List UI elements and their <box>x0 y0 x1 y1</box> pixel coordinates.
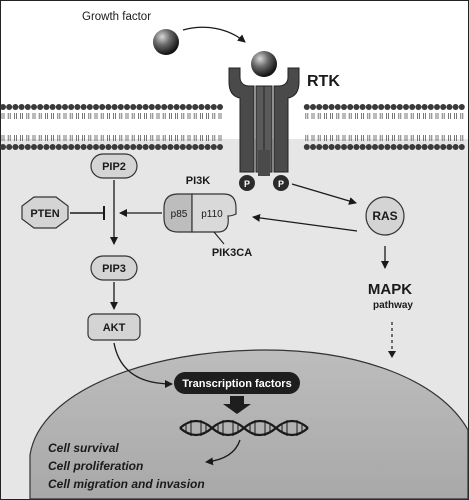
pten-label: PTEN <box>30 208 59 220</box>
transcription-factors-label: Transcription factors <box>182 378 291 390</box>
ras-node <box>365 196 405 236</box>
p85-subunit <box>163 193 193 233</box>
phosphate-left-label: P <box>244 179 250 189</box>
growth-factor-label: Growth factor <box>82 11 151 23</box>
rtk-to-ras-arrow <box>291 183 357 205</box>
transcription-factors-node <box>174 372 300 394</box>
outcome-cell-migration: Cell migration and invasion <box>48 477 205 491</box>
p110-label: p110 <box>201 209 223 220</box>
bound-growth-factor-ball <box>251 51 277 77</box>
pik3ca-label: PIK3CA <box>212 247 252 259</box>
rtk-receptor <box>228 67 300 176</box>
p110-subunit <box>191 193 237 233</box>
rtk-label: RTK <box>307 73 340 90</box>
pik3ca-pointer <box>213 231 225 245</box>
pip3-label: PIP3 <box>102 263 126 275</box>
phosphate-right <box>273 175 289 191</box>
pi3k-label: PI3K <box>186 175 211 187</box>
akt-node <box>87 313 141 341</box>
ras-to-pi3k-arrow <box>252 213 358 232</box>
mapk-label: MAPK <box>368 281 412 298</box>
phosphate-right-label: P <box>278 179 284 189</box>
cell-membrane <box>0 104 468 150</box>
tf-to-dna-arrow <box>223 396 251 414</box>
dna-helix <box>179 419 309 437</box>
pip2-node <box>90 153 138 179</box>
outcome-cell-proliferation: Cell proliferation <box>48 459 143 473</box>
growth-factor-ball <box>153 29 179 55</box>
ras-label: RAS <box>372 209 397 223</box>
growth-factor-arrow <box>182 26 246 43</box>
pten-node <box>21 196 69 229</box>
mapk-dashed-arrowhead <box>388 351 396 358</box>
dna-to-outcomes-arrow <box>205 439 241 466</box>
p85-label: p85 <box>171 209 188 220</box>
pip3-node <box>90 255 138 281</box>
akt-to-tf-arrow <box>113 342 173 388</box>
phosphate-left <box>239 175 255 191</box>
mapk-pathway-label: pathway <box>373 300 413 311</box>
akt-label: AKT <box>103 322 126 334</box>
pip2-label: PIP2 <box>102 161 126 173</box>
outcome-cell-survival: Cell survival <box>48 441 119 455</box>
